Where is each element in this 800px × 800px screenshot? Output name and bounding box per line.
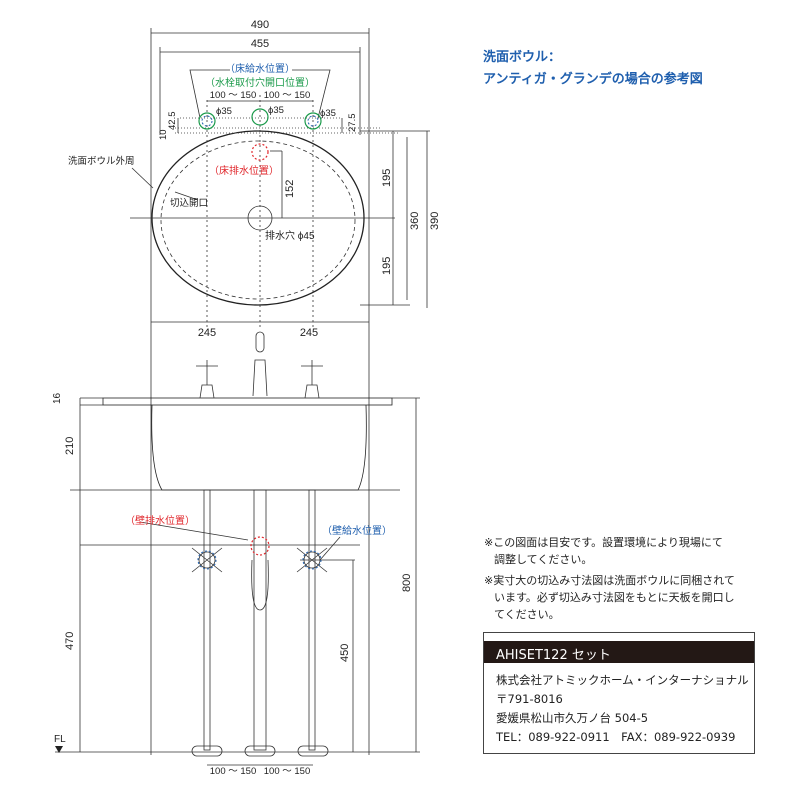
info-box-title: AHISET122 セット (484, 641, 754, 663)
postal-code: 〒791-8016 (496, 692, 563, 706)
dim-195-top: 195 (381, 169, 393, 187)
heading-line1: 洗面ボウル： (483, 50, 562, 65)
note-line: います。必ず切込み寸法図をもとに天板を開口し (494, 591, 735, 604)
dim-195-bottom: 195 (381, 257, 393, 275)
dim-245-left: 245 (198, 327, 216, 339)
dim-210: 210 (64, 437, 76, 455)
info-box: AHISET122 セット 株式会社アトミックホーム・インターナショナル 〒79… (483, 632, 755, 754)
phi-right: ϕ35 (320, 108, 336, 119)
phi-left: ϕ35 (216, 106, 232, 117)
heading-line2: アンティガ・グランデの場合の参考図 (483, 72, 703, 87)
dim-16: 16 (52, 392, 63, 404)
phi-center: ϕ35 (268, 105, 284, 116)
dim-42-5: 42.5 (167, 112, 178, 131)
contact: TEL：089-922-0911 FAX：089-922-0939 (496, 730, 736, 744)
note-line: ※実寸大の切込み寸法図は洗面ボウルに同梱されて (484, 574, 735, 587)
drain-hole-label: 排水穴 ϕ45 (265, 229, 315, 242)
dim-455: 455 (251, 38, 269, 50)
wall-supply-label: （壁給水位置） (322, 524, 392, 537)
floor-drain-label: （床排水位置） (209, 164, 279, 177)
dim-450: 450 (339, 644, 351, 662)
tap-hole-label: （水栓取付穴開口位置） (205, 76, 315, 89)
wall-drain-label: （壁排水位置） (125, 514, 195, 527)
note-1: ※この図面は目安です。設置環境により現場にて 調整してください。 (484, 534, 764, 568)
floor-supply-label: （床給水位置） (225, 62, 295, 75)
bottom-spacing-left: 100 ～ 150 (210, 766, 256, 777)
bottom-spacing-right: 100 ～ 150 (264, 766, 310, 777)
dim-245-right: 245 (300, 327, 318, 339)
note-2: ※実寸大の切込み寸法図は洗面ボウルに同梱されて います。必ず切込み寸法図をもとに… (484, 572, 764, 623)
spacing-left: 100 ～ 150 (210, 90, 256, 101)
cutout-label: 切込開口 (170, 198, 208, 209)
dim-152: 152 (284, 180, 296, 198)
note-line: てください。 (494, 608, 560, 621)
address: 愛媛県松山市久万ノ台 504-5 (496, 711, 649, 725)
fl-label: FL (54, 734, 66, 745)
dim-27-5: 27.5 (347, 114, 358, 133)
dim-470: 470 (64, 632, 76, 650)
dim-800: 800 (401, 574, 413, 592)
dim-390: 390 (429, 212, 441, 230)
dim-360: 360 (409, 212, 421, 230)
spacing-right: 100 ～ 150 (264, 90, 310, 101)
note-line: ※この図面は目安です。設置環境により現場にて (484, 536, 723, 549)
dim-490: 490 (251, 19, 269, 31)
company-name: 株式会社アトミックホーム・インターナショナル (496, 673, 749, 687)
note-line: 調整してください。 (494, 553, 593, 566)
dim-10: 10 (158, 129, 169, 140)
bowl-outline-label: 洗面ボウル外周 (68, 155, 135, 167)
